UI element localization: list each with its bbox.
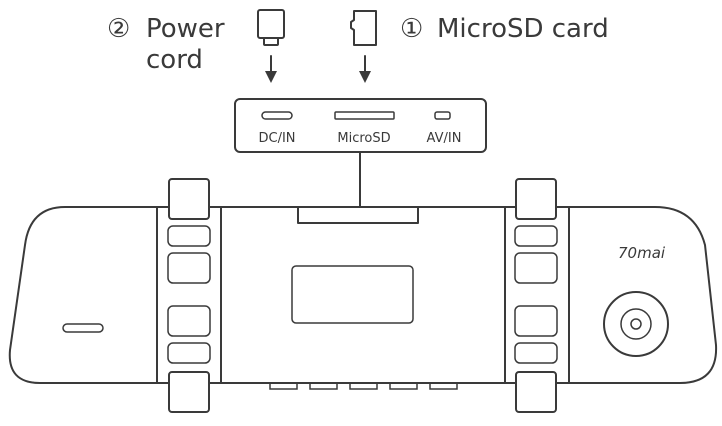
port-detail-box: DC/IN MicroSD AV/IN xyxy=(234,98,487,153)
right-mounting-strap xyxy=(504,178,570,413)
down-arrow-icon xyxy=(265,55,277,83)
microsd-card-icon xyxy=(350,10,377,46)
usb-plug-icon xyxy=(257,9,285,46)
microsd-number: ① xyxy=(400,14,423,44)
dc-in-port-label: DC/IN xyxy=(258,131,295,146)
down-arrow-icon xyxy=(359,55,371,83)
left-mounting-strap xyxy=(156,178,222,413)
power-cord-label-line1: Power xyxy=(146,14,225,44)
av-in-port-label: AV/IN xyxy=(427,131,462,146)
power-cord-number: ② xyxy=(107,14,130,44)
power-cord-callout: ② Power cord xyxy=(107,14,225,75)
brand-logo: 70mai xyxy=(618,244,666,262)
microsd-card-label: MicroSD card xyxy=(437,14,609,44)
rearview-mirror-body xyxy=(8,206,718,390)
camera-lens-icon xyxy=(603,291,669,357)
power-cord-label-line2: cord xyxy=(146,45,203,75)
microsd-port-label: MicroSD xyxy=(337,131,390,146)
microsd-callout: ① MicroSD card xyxy=(400,14,609,44)
